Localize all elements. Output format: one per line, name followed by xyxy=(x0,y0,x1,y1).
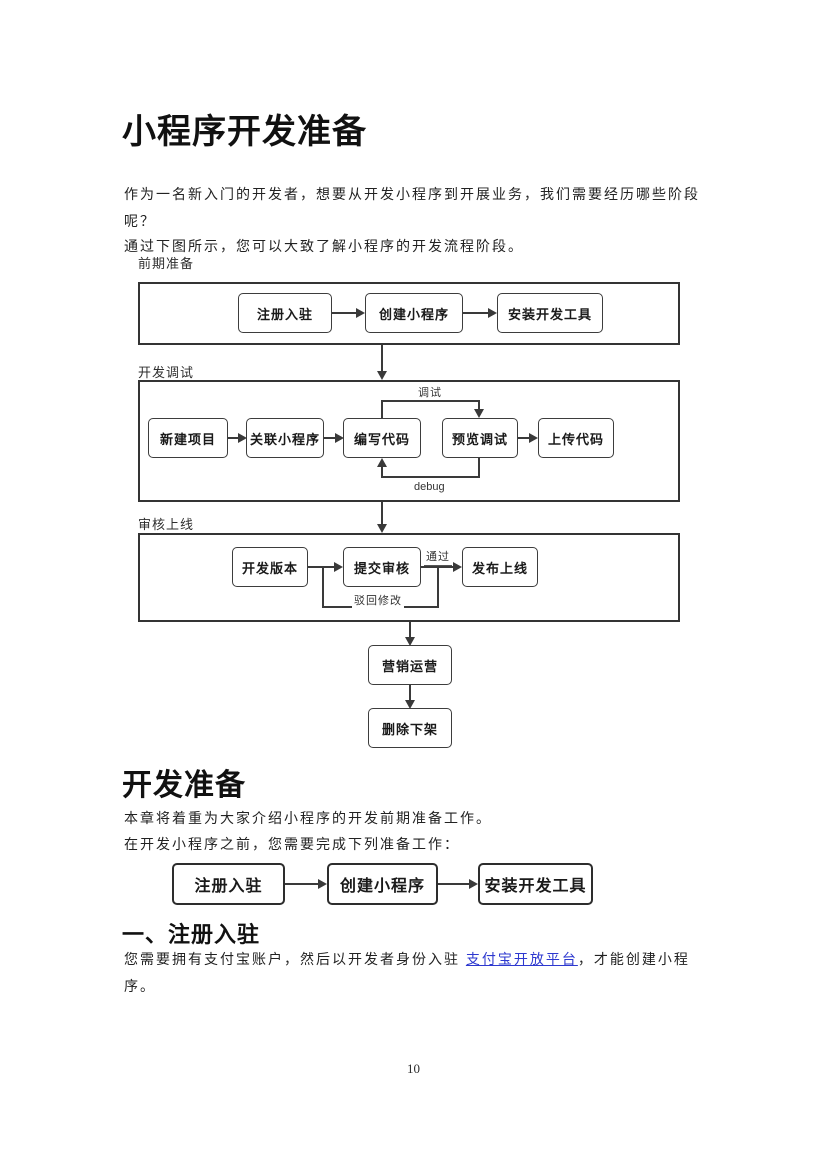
connector-line xyxy=(518,437,530,439)
connector-line xyxy=(409,622,411,638)
arrowhead-down-icon xyxy=(377,371,387,380)
connector-line xyxy=(308,566,335,568)
arrowhead-down-icon xyxy=(405,700,415,709)
flow-node-remove: 删除下架 xyxy=(368,708,452,748)
arrowhead-right-icon xyxy=(453,562,462,572)
arrowhead-right-icon xyxy=(238,433,247,443)
loop-label-debug-en: debug xyxy=(412,481,447,493)
connector-line xyxy=(478,400,480,410)
flow-node-submit-review: 提交审核 xyxy=(343,547,421,587)
flow-node-install-devtools: 安装开发工具 xyxy=(497,293,603,333)
arrowhead-down-icon xyxy=(474,409,484,418)
prep-paragraph-1: 本章将着重为大家介绍小程序的开发前期准备工作。 xyxy=(124,810,492,826)
flow-node-new-project: 新建项目 xyxy=(148,418,228,458)
alipay-open-platform-link[interactable]: 支付宝开放平台 xyxy=(465,951,578,967)
arrowhead-right-icon xyxy=(529,433,538,443)
connector-line xyxy=(381,345,383,372)
intro-paragraph-2: 通过下图所示，您可以大致了解小程序的开发流程阶段。 xyxy=(124,238,524,254)
connector-line xyxy=(463,312,489,314)
label-pass: 通过 xyxy=(424,548,452,566)
flow-node-marketing: 营销运营 xyxy=(368,645,452,685)
flow-node-dev-version: 开发版本 xyxy=(232,547,308,587)
page-title: 小程序开发准备 xyxy=(122,113,367,151)
connector-line xyxy=(438,883,470,885)
label-reject-modify: 驳回修改 xyxy=(352,592,404,608)
flow-node-upload-code: 上传代码 xyxy=(538,418,614,458)
connector-line xyxy=(478,458,480,478)
flow-node-link-miniprogram: 关联小程序 xyxy=(246,418,324,458)
connector-line xyxy=(228,437,239,439)
connector-line xyxy=(322,568,324,608)
stage-label-preparation: 前期准备 xyxy=(138,256,195,271)
intro-paragraph-1: 作为一名新入门的开发者，想要从开发小程序到开展业务，我们需要经历哪些阶段呢？ xyxy=(124,186,700,229)
flow-node-write-code: 编写代码 xyxy=(343,418,421,458)
connector-line xyxy=(285,883,319,885)
arrowhead-right-icon xyxy=(469,879,478,889)
arrowhead-right-icon xyxy=(488,308,497,318)
prep-section-title: 开发准备 xyxy=(122,769,246,802)
step-node-create-miniprogram: 创建小程序 xyxy=(327,863,438,905)
connector-line xyxy=(381,476,480,478)
connector-line xyxy=(421,566,454,568)
arrowhead-up-icon xyxy=(377,458,387,467)
connector-line xyxy=(437,568,439,608)
stage-label-review: 审核上线 xyxy=(138,517,195,532)
page-number: 10 xyxy=(407,1061,420,1076)
flow-node-register: 注册入驻 xyxy=(238,293,332,333)
connector-line xyxy=(409,685,411,701)
arrowhead-down-icon xyxy=(377,524,387,533)
flow-node-preview-debug: 预览调试 xyxy=(442,418,518,458)
register-text-before-link: 您需要拥有支付宝账户，然后以开发者身份入驻 xyxy=(124,951,466,967)
stage-label-debugging: 开发调试 xyxy=(138,365,195,380)
flow-node-create-miniprogram: 创建小程序 xyxy=(365,293,463,333)
arrowhead-right-icon xyxy=(356,308,365,318)
loop-label-debug-cn: 调试 xyxy=(416,384,444,400)
connector-line xyxy=(332,312,357,314)
register-text-after-link: ，才能创建小程序。 xyxy=(124,951,690,994)
connector-line xyxy=(381,502,383,525)
connector-line xyxy=(381,400,480,402)
arrowhead-right-icon xyxy=(335,433,344,443)
prep-paragraph-2: 在开发小程序之前，您需要完成下列准备工作： xyxy=(124,836,460,852)
arrowhead-down-icon xyxy=(405,637,415,646)
connector-line xyxy=(381,400,383,418)
step-node-install-devtools: 安装开发工具 xyxy=(478,863,593,905)
register-paragraph: 您需要拥有支付宝账户，然后以开发者身份入驻 支付宝开放平台，才能创建小程序。 xyxy=(124,946,716,1000)
register-section-title: 一、注册入驻 xyxy=(122,922,261,947)
connector-line xyxy=(381,466,383,477)
arrowhead-right-icon xyxy=(318,879,327,889)
flow-node-publish: 发布上线 xyxy=(462,547,538,587)
step-node-register: 注册入驻 xyxy=(172,863,285,905)
arrowhead-right-icon xyxy=(334,562,343,572)
connector-line xyxy=(324,437,335,439)
